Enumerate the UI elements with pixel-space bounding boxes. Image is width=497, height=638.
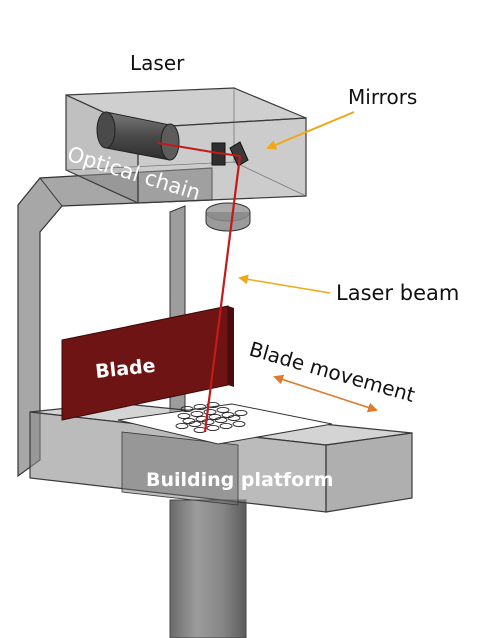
blade-movement-arrow bbox=[273, 374, 378, 413]
laser-beam-path bbox=[157, 142, 242, 433]
laser-source bbox=[96, 111, 180, 161]
support-pillar bbox=[169, 499, 247, 638]
laser-label: Laser bbox=[130, 51, 185, 75]
build-plate bbox=[117, 401, 333, 445]
printed-parts bbox=[175, 401, 248, 434]
mirrors-label: Mirrors bbox=[348, 85, 417, 109]
focus-lens bbox=[205, 202, 251, 232]
building-platform-label: Building platform bbox=[146, 469, 333, 491]
recoater-blade: Blade bbox=[61, 305, 234, 421]
laser-beam-label: Laser beam bbox=[336, 281, 459, 305]
mirrors-arrow bbox=[266, 111, 355, 150]
laser-beam-arrow bbox=[238, 274, 331, 294]
